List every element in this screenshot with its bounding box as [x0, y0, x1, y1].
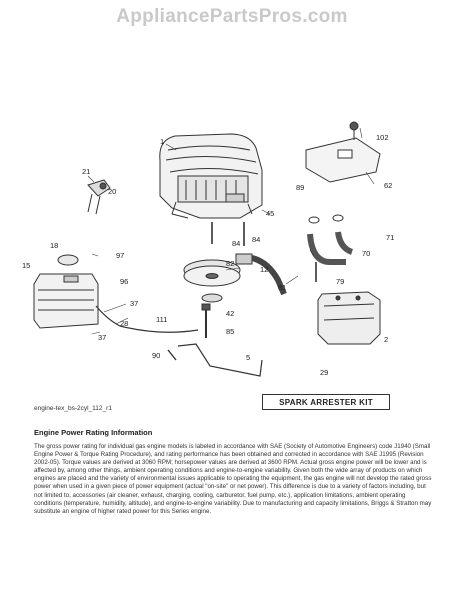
callout-18: 18	[50, 241, 58, 250]
callout-102: 102	[376, 133, 389, 142]
spark-arrester-kit-number: 29	[320, 368, 329, 377]
oil-drain-part	[235, 253, 287, 296]
callout-79: 79	[336, 277, 344, 286]
exploded-parts-diagram: 1 102 21 20 62 89 45 71 84 84 18 97 70 1…	[22, 121, 394, 377]
callout-81: 81	[278, 283, 286, 292]
callout-84-b: 84	[252, 235, 260, 244]
callout-20: 20	[108, 187, 116, 196]
throttle-control-part	[87, 179, 111, 215]
callout-5: 5	[246, 353, 250, 362]
bracket-screw-part	[167, 349, 177, 361]
callout-96: 96	[120, 277, 128, 286]
callout-1: 1	[160, 137, 164, 146]
callout-15: 15	[22, 261, 30, 270]
callout-42: 42	[226, 309, 234, 318]
callout-21: 21	[82, 167, 90, 176]
info-body: The gross power rating for individual ga…	[34, 443, 432, 515]
callout-2: 2	[384, 335, 388, 344]
fuel-cap-part	[57, 254, 79, 266]
callout-111: 111	[156, 315, 167, 324]
callout-97: 97	[116, 251, 124, 260]
callout-84-a: 84	[232, 239, 240, 248]
spark-arrester-kit-label: SPARK ARRESTER KIT	[262, 394, 390, 410]
muffler-heat-shield-part	[305, 121, 381, 183]
fuel-tank-part	[33, 273, 99, 329]
callout-62: 62	[384, 181, 392, 190]
callout-37-b: 37	[98, 333, 106, 342]
callout-28: 28	[120, 319, 128, 328]
callout-37-a: 37	[130, 299, 138, 308]
callout-82: 82	[226, 259, 234, 268]
info-title: Engine Power Rating Information	[34, 428, 153, 437]
engine-pulley-part	[183, 259, 241, 303]
figure-caption: engine-tex_bs-2cyl_112_r1	[34, 405, 112, 412]
watermark-logo: AppliancePartsPros.com	[116, 6, 348, 27]
muffler-part	[317, 291, 381, 345]
throttle-rod-part	[177, 343, 263, 377]
engine-part	[159, 133, 263, 219]
exhaust-pipe-part	[307, 214, 354, 265]
callout-70: 70	[362, 249, 370, 258]
callout-12: 12	[260, 265, 268, 274]
callout-90: 90	[152, 351, 160, 360]
crankshaft-bolt-part	[201, 303, 211, 338]
callout-85: 85	[226, 327, 234, 336]
callout-89: 89	[296, 183, 304, 192]
callout-71: 71	[386, 233, 394, 242]
fuel-line-part	[95, 305, 199, 333]
callout-45: 45	[266, 209, 274, 218]
